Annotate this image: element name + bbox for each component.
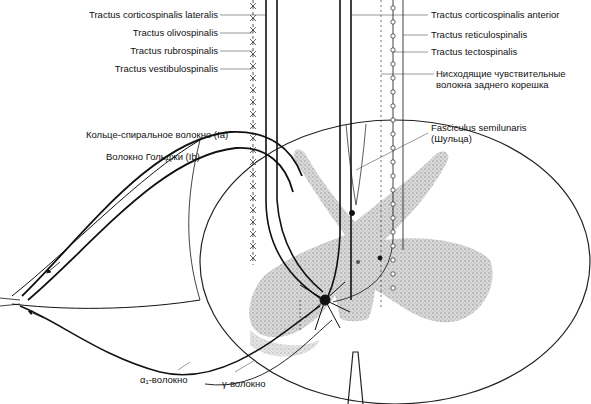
tract-x-mark: [250, 99, 256, 105]
tract-x-mark: [250, 219, 256, 225]
tract-x-mark: [250, 75, 256, 81]
tract-x-mark: [250, 195, 256, 201]
leader-lines: [178, 360, 255, 372]
structure-label: Нисходящие чувствительные волокна заднег…: [436, 68, 576, 90]
tract-circle-mark: [391, 230, 395, 234]
tract-x-mark: [250, 135, 256, 141]
descending-tracts: [253, 0, 403, 330]
descending-tracts: [266, 0, 320, 298]
descending-tracts: [277, 0, 323, 292]
muscle-spindle-and-roots: [12, 140, 200, 296]
tract-label: Tractus corticospinalis anterior: [431, 9, 591, 20]
descending-tracts: [350, 0, 352, 300]
tract-x-mark: [250, 27, 256, 33]
tract-circle-mark: [391, 48, 395, 52]
descending-tracts: [381, 0, 382, 310]
tract-circle-mark: [391, 272, 395, 276]
gray-matter: [249, 150, 492, 338]
leader-lines: [351, 15, 434, 74]
muscle-spindle-and-roots: [189, 140, 200, 300]
muscle-spindle-and-roots: [22, 132, 302, 296]
descending-tracts: [328, 0, 340, 296]
motor-neuron: [378, 256, 382, 260]
tract-label: Tractus vestibulospinalis: [58, 63, 218, 74]
tract-circle-mark: [391, 76, 395, 80]
tract-circle-mark: [391, 62, 395, 66]
tract-label: Tractus olivospinalis: [58, 27, 218, 38]
fiber-label: γ-волокно: [222, 378, 312, 389]
tract-circle-mark: [391, 286, 395, 290]
tract-circle-mark: [391, 104, 395, 108]
descending-tracts: [333, 0, 393, 302]
muscle-spindle-and-roots: [48, 262, 60, 272]
tract-x-mark: [250, 171, 256, 177]
tract-x-mark: [250, 243, 256, 249]
tract-circle-mark: [391, 6, 395, 10]
tract-label: Tractus reticulospinalis: [431, 29, 591, 40]
cord-outline: [200, 120, 590, 404]
tract-circle-mark: [391, 34, 395, 38]
tract-circle-mark: [391, 118, 395, 122]
tract-x-mark: [250, 63, 256, 69]
tract-circle-mark: [391, 174, 395, 178]
tract-x-mark: [250, 51, 256, 57]
cord-outline: [348, 352, 363, 404]
structure-label: Fasciculus semilunaris (Шульца): [431, 122, 536, 144]
tract-circle-mark: [391, 258, 395, 262]
leader-lines: [220, 15, 266, 69]
tract-x-mark: [250, 3, 256, 9]
cord-outline: [200, 120, 590, 404]
tract-x-mark: [250, 183, 256, 189]
muscle-spindle-and-roots: [12, 300, 200, 308]
fiber-label: Волокно Гольджи (Ib): [106, 151, 256, 162]
descending-tracts: [403, 0, 404, 250]
gray-matter: [356, 260, 360, 264]
fasciculus-semilunaris: [346, 124, 366, 205]
tract-circle-mark: [391, 160, 395, 164]
muscle-spindle-and-roots: [30, 312, 44, 318]
tract-label: Tractus tectospinalis: [431, 46, 591, 57]
muscle-spindle-and-roots: [20, 306, 320, 375]
muscle-spindle-and-roots: [28, 148, 293, 300]
motor-neuron: [350, 211, 355, 216]
gray-matter: [250, 330, 320, 356]
tract-x-mark: [250, 87, 256, 93]
descending-tracts: [300, 300, 301, 330]
tract-x-mark: [250, 123, 256, 129]
tract-circle-mark: [391, 216, 395, 220]
tract-circle-mark: [391, 90, 395, 94]
gray-matter: [249, 150, 492, 357]
tract-x-mark: [250, 159, 256, 165]
tract-circle-mark: [391, 146, 395, 150]
tract-label: Tractus corticospinalis lateralis: [58, 9, 218, 20]
fasciculus-semilunaris: [356, 124, 366, 205]
fiber-label: α₁-волокно: [140, 374, 230, 385]
tract-x-mark: [250, 207, 256, 213]
muscle-spindle-and-roots: [0, 298, 20, 306]
muscle-spindle-and-roots: [0, 132, 332, 385]
tract-x-mark: [250, 231, 256, 237]
fiber-label: Кольце-спиральное волокно (Ia): [86, 129, 256, 140]
tract-x-mark: [250, 255, 256, 261]
tract-circle-mark: [391, 20, 395, 24]
muscle-spindle-and-roots: [205, 320, 332, 385]
tract-circle-mark: [391, 132, 395, 136]
motor-neuron: [300, 282, 350, 330]
leader-lines: [356, 133, 428, 170]
tract-circle-mark: [391, 188, 395, 192]
tract-circle-marks: [391, 6, 395, 290]
tract-x-marks: [250, 3, 256, 261]
tract-circle-mark: [391, 244, 395, 248]
tract-x-mark: [250, 111, 256, 117]
tract-circle-mark: [391, 202, 395, 206]
tract-x-mark: [250, 39, 256, 45]
tract-label: Tractus rubrospinalis: [58, 45, 218, 56]
tract-x-mark: [250, 15, 256, 21]
